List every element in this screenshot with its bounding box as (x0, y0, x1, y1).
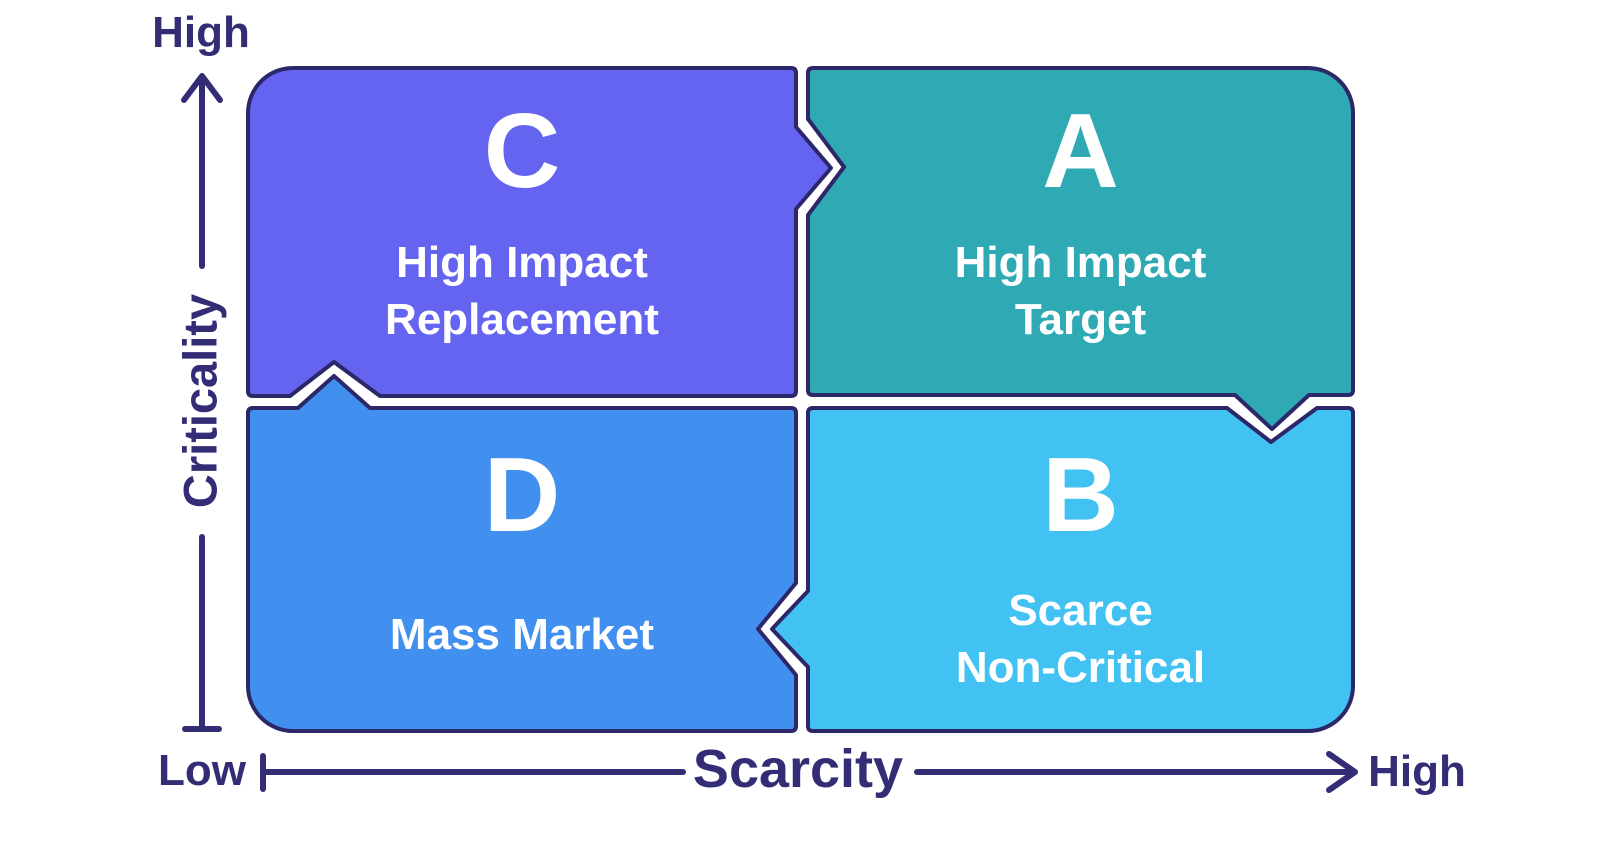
x-axis-low-label: Low (158, 746, 246, 795)
quadrant-d-shape (246, 374, 798, 733)
quadrant-a-letter: A (1042, 92, 1119, 210)
quadrant-a-shape (806, 66, 1355, 431)
quadrant-c-shape (246, 66, 833, 398)
x-axis-title: Scarcity (692, 739, 904, 799)
quadrant-c-label-line2: Replacement (385, 295, 659, 344)
y-axis-high-label: High (152, 8, 250, 57)
quadrant-c-letter: C (483, 92, 561, 210)
x-axis-high-label: High (1368, 747, 1466, 796)
quadrant-c-label-line1: High Impact (396, 238, 648, 287)
quadrant-a-label-line1: High Impact (954, 238, 1207, 287)
quadrant-d-label-line1: Mass Market (389, 610, 655, 659)
y-axis-title: Criticality (173, 293, 227, 509)
x-axis-arrowhead-icon (1326, 751, 1358, 793)
quadrant-b-shape (770, 406, 1355, 733)
quadrant-b-label: Scarce Non-Critical (808, 582, 1353, 696)
quadrant-b-label-line2: Non-Critical (955, 643, 1206, 692)
quadrant-a-label-line2: Target (1014, 295, 1147, 344)
y-axis (181, 73, 223, 732)
quadrant-c-label: High Impact Replacement (248, 234, 796, 348)
quadrant-b-letter: B (1042, 436, 1119, 554)
x-axis (260, 751, 1358, 793)
quadrant-d-label: Mass Market (248, 606, 796, 663)
quadrant-d-letter: D (483, 436, 561, 554)
quadrant-a-label: High Impact Target (808, 234, 1353, 348)
quadrant-b-label-line1: Scarce (1008, 586, 1153, 635)
